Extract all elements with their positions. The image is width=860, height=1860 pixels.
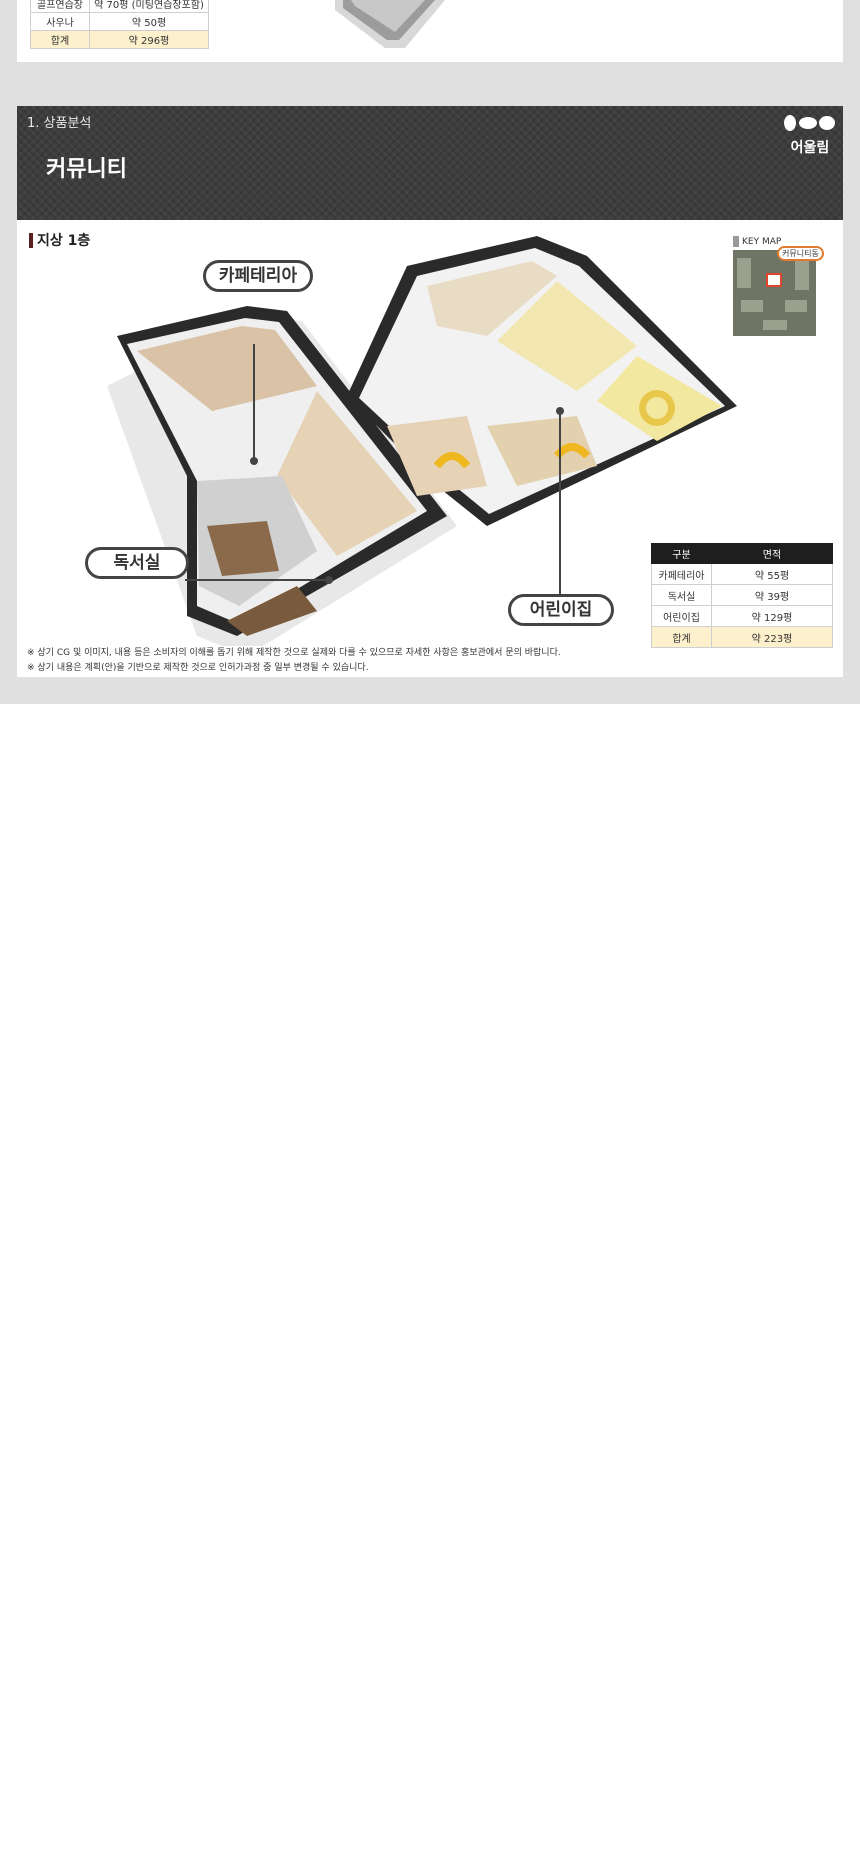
- table-row-total: 합계 약 296평: [30, 30, 209, 49]
- community-panel: 1. 상품분석 커뮤니티 어울림 지상 1층: [17, 106, 843, 677]
- table-cell-value: 약 50평: [89, 12, 209, 31]
- brand-logo-text: 어울림: [790, 140, 830, 156]
- disclaimer-line: ※ 상기 CG 및 이미지, 내용 등은 소비자의 이해를 돕기 위해 제작한 …: [27, 648, 561, 658]
- table-cell-value: 약 70평 (미팅연습장포함): [89, 0, 209, 13]
- table-cell-value: 약 223평: [711, 626, 833, 648]
- disclaimer-line: ※ 상기 내용은 계획(안)을 기반으로 제작한 것으로 인허가과정 중 일부 …: [27, 663, 369, 673]
- table-cell-label: 합계: [30, 30, 90, 49]
- page-title: 커뮤니티: [46, 157, 127, 182]
- callout-cafeteria: 카페테리아: [203, 260, 313, 292]
- table-row: 독서실 약 39평: [651, 584, 833, 606]
- table-row-total: 합계 약 223평: [651, 626, 833, 648]
- table-cell-value: 약 39평: [711, 584, 833, 606]
- table-cell-value: 약 55평: [711, 563, 833, 585]
- table-row: 어린이집 약 129평: [651, 605, 833, 627]
- brand-logo-icon: [784, 115, 835, 131]
- previous-floor-plan-image: [335, 0, 445, 48]
- area-table: 구분 면적 카페테리아 약 55평 독서실 약 39평 어린이집 약 129평 …: [651, 543, 833, 648]
- section-label: 1. 상품분석: [27, 116, 92, 131]
- table-cell-value: 약 129평: [711, 605, 833, 627]
- table-cell-label: 합계: [651, 626, 712, 648]
- keymap-label-text: KEY MAP: [742, 236, 782, 247]
- keymap-marker-icon: [733, 236, 739, 247]
- table-cell-value: 약 296평: [89, 30, 209, 49]
- table-row: 사우나 약 50평: [30, 12, 209, 31]
- keymap-label: KEY MAP: [733, 236, 781, 247]
- floor-marker-icon: [29, 232, 33, 248]
- table-header: 구분: [651, 543, 712, 564]
- floor-plan-image: [107, 236, 737, 646]
- floor-label: 지상 1층: [29, 230, 90, 250]
- keymap-site-map: [737, 258, 809, 330]
- keymap-image: [733, 250, 816, 336]
- table-cell-label: 사우나: [30, 12, 90, 31]
- table-row: 골프연습장 약 70평 (미팅연습장포함): [30, 0, 209, 13]
- disclaimer-notes: ※ 상기 CG 및 이미지, 내용 등은 소비자의 이해를 돕기 위해 제작한 …: [27, 646, 561, 676]
- table-header: 면적: [711, 543, 833, 564]
- floor-label-text: 지상 1층: [37, 233, 91, 249]
- callout-daycare: 어린이집: [508, 594, 614, 626]
- table-cell-label: 카페테리아: [651, 563, 712, 585]
- table-cell-label: 골프연습장: [30, 0, 90, 13]
- panel-header: 1. 상품분석 커뮤니티 어울림: [17, 106, 843, 220]
- previous-area-table: 골프연습장 약 70평 (미팅연습장포함) 사우나 약 50평 합계 약 296…: [30, 0, 209, 49]
- table-header-row: 구분 면적: [651, 543, 833, 564]
- table-cell-label: 어린이집: [651, 605, 712, 627]
- keymap-tag: 커뮤니티동: [777, 246, 824, 261]
- callout-reading-room: 독서실: [85, 547, 189, 579]
- brand-logo: 어울림: [782, 114, 838, 156]
- table-row: 카페테리아 약 55평: [651, 563, 833, 585]
- table-cell-label: 독서실: [651, 584, 712, 606]
- previous-panel: 골프연습장 약 70평 (미팅연습장포함) 사우나 약 50평 합계 약 296…: [17, 0, 843, 62]
